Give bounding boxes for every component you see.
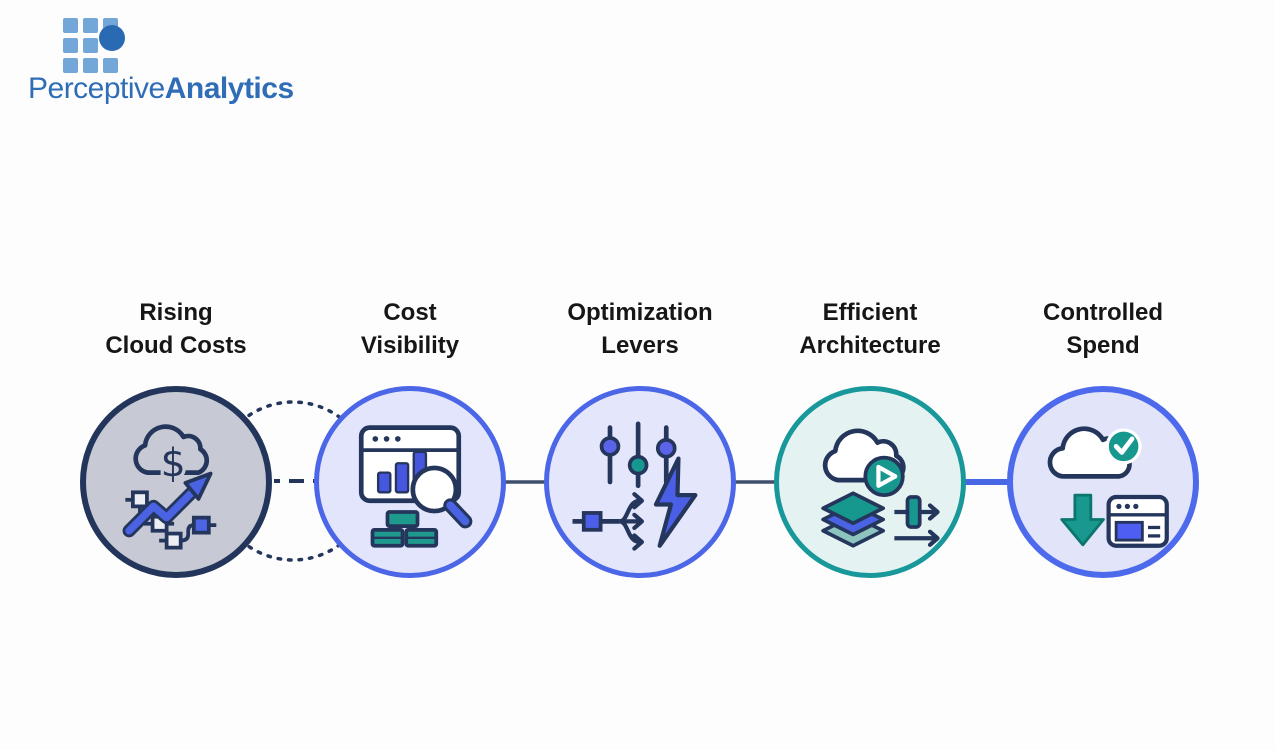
cloud-dollar-rising-arrow-icon: $ xyxy=(122,424,217,550)
label-line: Rising xyxy=(139,299,213,326)
label-line: Controlled xyxy=(1043,299,1163,326)
sliders-fanout-lightning-icon xyxy=(572,421,698,551)
step-circle-controlled-spend xyxy=(1007,386,1199,578)
step-label-efficient-architecture: Efficient Architecture xyxy=(740,296,1000,362)
step-label-rising-cloud-costs: Rising Cloud Costs xyxy=(46,296,306,362)
label-line: Cloud Costs xyxy=(105,332,247,359)
step-circle-efficient-architecture xyxy=(774,386,966,578)
label-line: Spend xyxy=(1066,332,1140,359)
label-line: Visibility xyxy=(360,332,460,359)
step-circle-optimization-levers xyxy=(544,386,736,578)
step-disc: $ xyxy=(80,386,272,578)
label-line: Efficient xyxy=(822,299,918,326)
label-line: Optimization xyxy=(567,299,713,326)
logo-brand-regular: Perceptive xyxy=(28,72,165,105)
logo-wordmark: PerceptiveAnalytics xyxy=(28,72,294,106)
label-line: Architecture xyxy=(799,332,941,359)
step-disc xyxy=(544,386,736,578)
step-disc xyxy=(1007,386,1199,578)
logo-dot-icon xyxy=(99,25,125,51)
logo-grid-icon xyxy=(63,18,118,73)
step-label-cost-visibility: Cost Visibility xyxy=(280,296,540,362)
label-line: Levers xyxy=(601,332,679,359)
dollar-glyph: $ xyxy=(161,440,186,486)
step-label-controlled-spend: Controlled Spend xyxy=(973,296,1233,362)
step-circle-rising-cloud-costs: $ xyxy=(80,386,272,578)
analytics-window-magnifier-icon xyxy=(358,425,473,548)
step-disc xyxy=(774,386,966,578)
cloud-play-layers-throughput-icon xyxy=(821,428,940,548)
step-circle-cost-visibility xyxy=(314,386,506,578)
step-label-optimization-levers: Optimization Levers xyxy=(510,296,770,362)
label-line: Cost xyxy=(383,299,437,326)
step-disc xyxy=(314,386,506,578)
cloud-check-download-window-icon xyxy=(1047,426,1169,548)
perceptive-analytics-logo: PerceptiveAnalytics xyxy=(0,0,360,130)
logo-brand-bold: Analytics xyxy=(164,72,294,105)
